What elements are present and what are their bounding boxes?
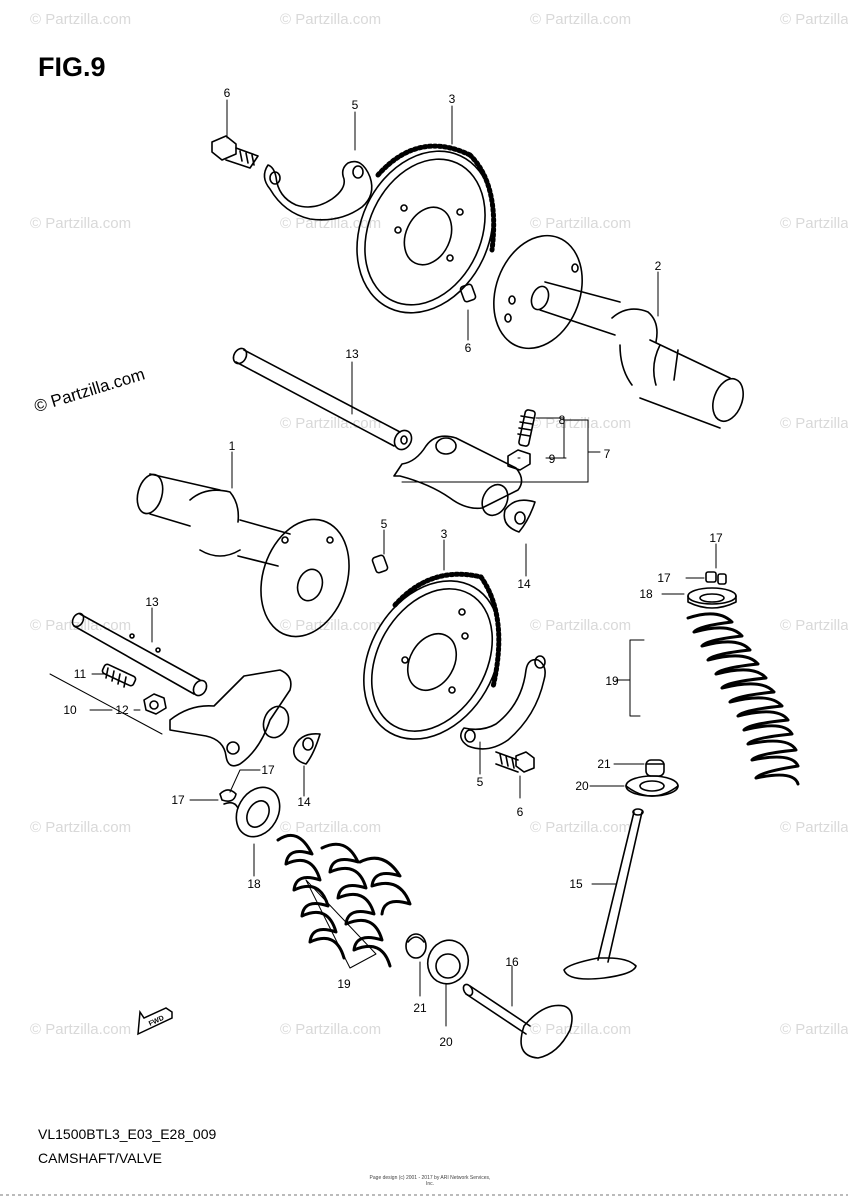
bottom-divider: [0, 1194, 848, 1196]
callout-20[interactable]: 20: [439, 1035, 453, 1049]
watermark-layer: © Partzilla.com © Partzilla.com © Partzi…: [30, 11, 848, 1038]
watermark: © Partzilla.com: [780, 1021, 848, 1038]
valve-part[interactable]: [563, 808, 644, 980]
callout-17[interactable]: 17: [709, 531, 723, 545]
callout-4[interactable]: 5: [352, 98, 359, 112]
lock-nut-part[interactable]: [143, 693, 167, 715]
figure-code: VL1500BTL3_E03_E28_009: [38, 1126, 217, 1142]
watermark: © Partzilla.com: [280, 617, 381, 634]
watermark: © Partzilla.com: [30, 1021, 131, 1038]
rocker-shaft-part[interactable]: [70, 611, 209, 697]
callout-6[interactable]: 6: [224, 86, 231, 100]
shim-part[interactable]: [503, 499, 536, 533]
callout-21[interactable]: 21: [597, 757, 611, 771]
shim-part[interactable]: [292, 732, 321, 765]
spring-seat-part[interactable]: [687, 587, 737, 609]
callout-13[interactable]: 13: [145, 595, 159, 609]
callout-8[interactable]: 8: [559, 413, 566, 427]
spring-seat-part[interactable]: [625, 775, 679, 797]
camshaft-part[interactable]: [479, 223, 749, 429]
retainer-plate-part[interactable]: [263, 160, 373, 221]
callout-1[interactable]: 1: [229, 439, 236, 453]
watermark: © Partzilla.com: [530, 415, 631, 432]
watermark: © Partzilla.com: [280, 215, 381, 232]
watermark: © Partzilla.com: [780, 617, 848, 634]
watermark: © Partzilla.com: [30, 819, 131, 836]
callout-13[interactable]: 13: [345, 347, 359, 361]
lock-nut-part[interactable]: [507, 449, 531, 471]
valve-spring-part[interactable]: [276, 833, 412, 968]
callout-18[interactable]: 18: [247, 877, 261, 891]
page-note: Page design (c) 2001 - 2017 by ARI Netwo…: [369, 1175, 491, 1187]
rocker-shaft-part[interactable]: [231, 346, 415, 453]
valve-spring-part[interactable]: [686, 612, 800, 786]
callout-11[interactable]: 11: [74, 667, 87, 681]
bolt-part[interactable]: [211, 135, 259, 169]
callout-18[interactable]: 18: [639, 587, 653, 601]
adjusting-screw-part[interactable]: [101, 663, 137, 688]
watermark: © Partzilla.com: [280, 1021, 381, 1038]
callout-21[interactable]: 21: [413, 1001, 427, 1015]
callout-14[interactable]: 14: [517, 577, 531, 591]
watermark: © Partzilla.com: [530, 1021, 631, 1038]
cam-gear-part[interactable]: [331, 129, 518, 335]
cam-gear-part[interactable]: [336, 556, 527, 763]
callout-19[interactable]: 19: [337, 977, 351, 991]
spring-seat-part[interactable]: [228, 779, 289, 844]
callout-3[interactable]: 3: [449, 92, 456, 106]
adjusting-screw-part[interactable]: [517, 409, 536, 447]
dowel-pin-part[interactable]: [459, 283, 477, 303]
callout-10[interactable]: 10: [63, 703, 77, 717]
watermark: © Partzilla.com: [530, 215, 631, 232]
watermark: © Partzilla.com: [280, 415, 381, 432]
figure-title: FIG.9: [38, 52, 106, 82]
valve-cotter-part[interactable]: [705, 571, 727, 585]
watermark: © Partzilla.com: [780, 215, 848, 232]
callout-17[interactable]: 17: [171, 793, 185, 807]
watermark: © Partzilla.com: [30, 215, 131, 232]
stem-seal-part[interactable]: [405, 933, 427, 959]
valve-cotter-part[interactable]: [219, 789, 239, 809]
callout-12[interactable]: 12: [115, 703, 129, 717]
spring-seat-part[interactable]: [422, 934, 475, 989]
callout-7[interactable]: 7: [604, 447, 611, 461]
rocker-arm-part[interactable]: [393, 435, 523, 519]
callout-17[interactable]: 17: [657, 571, 671, 585]
callout-16[interactable]: 16: [505, 955, 519, 969]
callout-9[interactable]: 9: [549, 452, 556, 466]
callout-4[interactable]: 5: [477, 775, 484, 789]
callout-15[interactable]: 15: [569, 877, 583, 891]
leader-lines: [49, 99, 717, 1027]
watermark: © Partzilla.com: [280, 819, 381, 836]
watermark: © Partzilla.com: [30, 11, 131, 28]
callout-5[interactable]: 6: [465, 341, 472, 355]
watermark: © Partzilla.com: [780, 11, 848, 28]
callout-19[interactable]: 19: [605, 674, 619, 688]
callout-5[interactable]: 5: [381, 517, 388, 531]
callout-14[interactable]: 14: [297, 795, 311, 809]
retainer-plate-part[interactable]: [460, 655, 546, 750]
watermark: © Partzilla.com: [280, 11, 381, 28]
dowel-pin-part[interactable]: [371, 554, 389, 574]
watermark: © Partzilla.com: [780, 819, 848, 836]
callout-6[interactable]: 6: [517, 805, 524, 819]
fwd-arrow-icon: FWD: [137, 1007, 173, 1036]
watermark: © Partzilla.com: [530, 11, 631, 28]
callout-20[interactable]: 20: [575, 779, 589, 793]
callout-3[interactable]: 3: [441, 527, 448, 541]
figure-name: CAMSHAFT/VALVE: [38, 1150, 162, 1166]
bolt-part[interactable]: [495, 751, 535, 773]
watermark: © Partzilla.com: [530, 819, 631, 836]
camshaft-part[interactable]: [133, 472, 363, 648]
watermark: © Partzilla.com: [530, 617, 631, 634]
valve-part[interactable]: [462, 983, 573, 1059]
callout-2[interactable]: 2: [655, 259, 662, 273]
watermark: © Partzilla.com: [780, 415, 848, 432]
rocker-arm-part[interactable]: [169, 669, 293, 767]
stem-seal-part[interactable]: [645, 759, 665, 777]
callout-17[interactable]: 17: [261, 763, 275, 777]
